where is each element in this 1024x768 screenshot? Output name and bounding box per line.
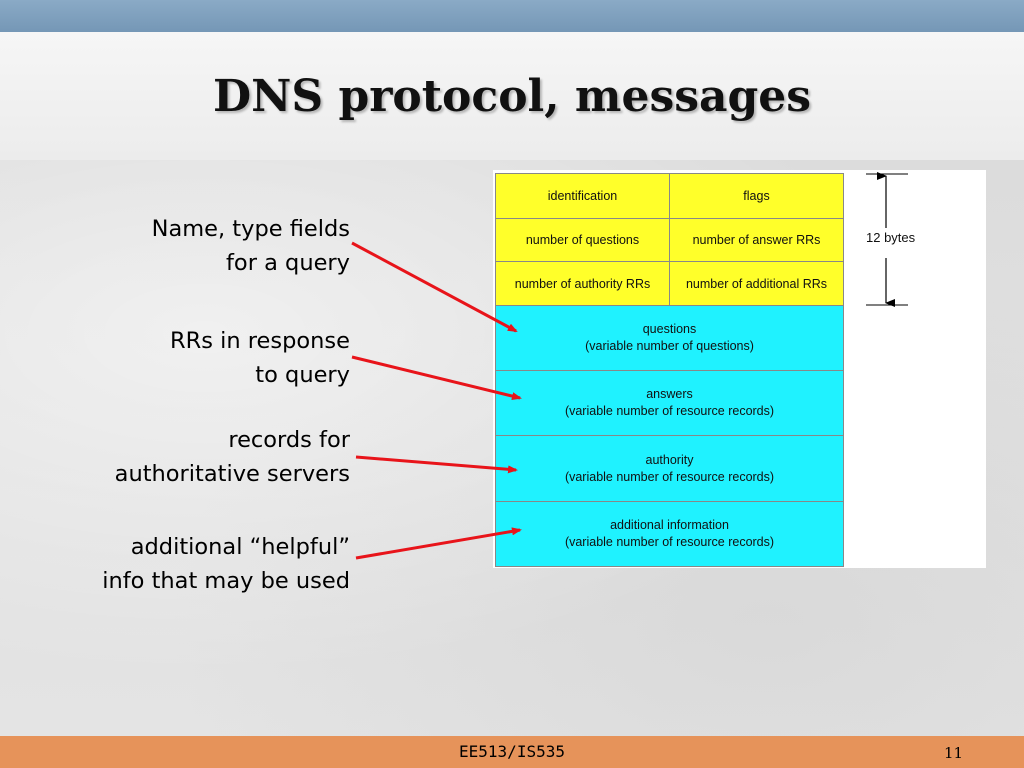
footer-page-number: 11 <box>944 744 964 762</box>
annotation-line: RRs in response <box>170 328 350 354</box>
annotation-line: for a query <box>226 250 350 276</box>
pointer-arrow-answers <box>351 355 522 400</box>
field-identification: identification <box>495 173 670 219</box>
section-questions: questions (variable number of questions) <box>495 305 844 371</box>
section-title: additional information <box>610 518 729 532</box>
section-title: answers <box>646 387 693 401</box>
slide-title: DNS protocol, messages <box>212 71 812 122</box>
footer-bar <box>0 736 1024 768</box>
annotation-line: Name, type fields <box>151 216 350 242</box>
section-detail: (variable number of resource records) <box>564 469 775 484</box>
annotation-response-rrs: RRs in response to query <box>20 324 350 392</box>
title-band <box>0 32 1024 160</box>
pointer-arrow-authority <box>355 455 518 474</box>
section-authority: authority (variable number of resource r… <box>495 435 844 502</box>
section-title: authority <box>645 452 694 467</box>
field-flags: flags <box>669 173 844 219</box>
annotation-line: info that may be used <box>102 568 350 594</box>
annotation-line: authoritative servers <box>114 461 350 487</box>
pointer-arrow-questions <box>351 241 518 333</box>
field-number-of-additional-rrs: number of additional RRs <box>669 261 844 306</box>
annotation-line: to query <box>255 362 350 388</box>
annotation-authority-records: records for authoritative servers <box>20 423 350 491</box>
section-answers: answers (variable number of resource rec… <box>495 370 844 436</box>
pointer-arrow-additional <box>355 527 522 560</box>
section-title: questions <box>642 322 697 336</box>
footer-course-code: EE513/IS535 <box>459 742 565 761</box>
section-detail: (variable number of questions) <box>585 339 754 353</box>
field-number-of-authority-rrs: number of authority RRs <box>495 261 670 306</box>
section-detail: (variable number of resource records) <box>564 535 775 549</box>
field-number-of-answer-rrs: number of answer RRs <box>669 218 844 262</box>
annotation-additional-info: additional “helpful” info that may be us… <box>20 530 350 598</box>
annotation-line: additional “helpful” <box>130 534 350 560</box>
section-detail: (variable number of resource records) <box>564 404 775 418</box>
annotation-line: records for <box>228 427 350 453</box>
header-size-label: 12 bytes <box>866 230 916 245</box>
field-number-of-questions: number of questions <box>495 218 670 262</box>
section-additional-information: additional information (variable number … <box>495 501 844 567</box>
top-accent-bar <box>0 0 1024 32</box>
annotation-query-fields: Name, type fields for a query <box>20 212 350 280</box>
